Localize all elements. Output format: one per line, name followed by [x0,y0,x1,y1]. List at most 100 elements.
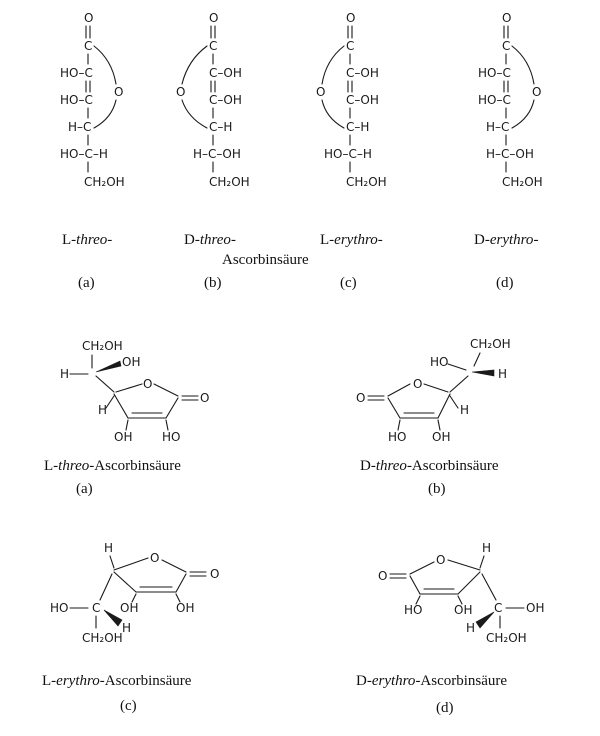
fischer-captions: L-threo- D-threo- L-erythro- D-erythro- … [62,232,538,291]
haworth-structure-c: H O O OH OH C HO H CH₂OH [50,541,219,645]
haworth-a-wedge-oh [95,360,122,373]
haworth-b-letter: (b) [428,481,446,497]
fischer-b-carbonyl-o: O [209,11,218,25]
haworth-d-oh-right: OH [526,601,544,615]
fischer-a-carbonyl-o: O [84,11,93,25]
fischer-b-c5: H–C–OH [193,147,241,161]
haworth-c-letter: (c) [120,698,137,714]
fischer-d-c3: HO–C [478,93,511,107]
fischer-structure-b: O C C–OH C–OH C–H H–C–OH CH₂OH O [176,11,250,189]
fischer-structure-d: O C HO–C HO–C H–C H–C–OH CH₂OH O [478,11,543,189]
fischer-d-c5: H–C–OH [486,147,534,161]
fischer-d-c2: HO–C [478,66,511,80]
fischer-a-c6: CH₂OH [84,175,125,189]
fischer-shared-caption: Ascorbinsäure [222,252,309,268]
fischer-c-caption: L-erythro- [320,232,383,248]
haworth-a-oh-c3: OH [114,430,132,444]
fischer-c-c3: C–OH [346,93,379,107]
haworth-structure-a: CH₂OH OH H O O H OH HO [60,339,209,444]
haworth-b-wedge-h [471,369,495,377]
fischer-a-ring-o: O [114,85,123,99]
haworth-b-ring-o: O [413,377,422,391]
fischer-a-letter: (a) [78,275,95,291]
haworth-c-oh-c2: OH [176,601,194,615]
haworth-a-oh-top: OH [122,355,140,369]
fischer-a-c4: H–C [68,120,91,134]
haworth-a-ch2oh: CH₂OH [82,339,123,353]
haworth-a-oh-c2: HO [162,430,180,444]
haworth-structure-d: H O O HO OH C OH H CH₂OH [378,541,544,645]
fischer-b-caption: D-threo- [184,232,236,248]
fischer-c-c4: C–H [346,120,369,134]
haworth-d-caption: D-erythro-Ascorbinsäure [356,673,507,689]
haworth-c-c5: C [92,601,100,615]
haworth-c-oh-c3: OH [120,601,138,615]
haworth-structure-b: CH₂OH HO H O O H HO OH [356,337,511,444]
haworth-d-wedge-h [475,611,495,629]
haworth-c-caption: L-erythro-Ascorbinsäure [42,673,192,689]
fischer-d-ring-o: O [532,85,541,99]
haworth-a-h-left: H [60,367,69,381]
haworth-b-oh-c3: OH [432,430,450,444]
haworth-c-ch2oh: CH₂OH [82,631,123,645]
fischer-b-c2: C–OH [209,66,242,80]
haworth-a-letter: (a) [76,481,93,497]
haworth-a-caption: L-threo-Ascorbinsäure [44,458,181,474]
haworth-d-carbonyl-o: O [378,569,387,583]
haworth-d-ch2oh: CH₂OH [486,631,527,645]
fischer-d-c4: H–C [486,120,509,134]
fischer-b-c3: C–OH [209,93,242,107]
fischer-c-c5: HO–C–H [324,147,372,161]
haworth-d-ring-o: O [436,553,445,567]
haworth-d-h-wedge: H [466,621,475,635]
fischer-d-carbonyl-o: O [502,11,511,25]
haworth-c-wedge-h [103,609,123,627]
fischer-d-c1: C [502,39,510,53]
haworth-b-oh-c2: HO [388,430,406,444]
fischer-a-c3: HO–C [60,93,93,107]
fischer-d-c6: CH₂OH [502,175,543,189]
fischer-c-ring-o: O [316,85,325,99]
haworth-d-letter: (d) [436,700,454,716]
fischer-b-ring-o: O [176,85,185,99]
fischer-structure-a: O C HO–C HO–C H–C HO–C–H CH₂OH O [60,11,125,189]
haworth-a-h-c4: H [98,403,107,417]
fischer-c-c2: C–OH [346,66,379,80]
haworth-b-caption: D-threo-Ascorbinsäure [360,458,499,474]
haworth-a-ring-o: O [143,377,152,391]
haworth-b-oh-top: HO [430,355,448,369]
haworth-row2-captions: L-erythro-Ascorbinsäure (c) D-erythro-As… [42,673,507,716]
fischer-b-c1: C [209,39,217,53]
fischer-a-c1: C [84,39,92,53]
fischer-b-c4: C–H [209,120,232,134]
haworth-d-c5: C [494,601,502,615]
fischer-c-letter: (c) [340,275,357,291]
haworth-d-h-top: H [482,541,491,555]
haworth-b-carbonyl-o: O [356,391,365,405]
fischer-b-letter: (b) [204,275,222,291]
haworth-c-ring-o: O [150,551,159,565]
haworth-b-h-c4: H [460,403,469,417]
fischer-structure-c: O C C–OH C–OH C–H HO–C–H CH₂OH O [316,11,387,189]
fischer-d-caption: D-erythro- [474,232,538,248]
haworth-c-h-top: H [104,541,113,555]
haworth-a-carbonyl-o: O [200,391,209,405]
haworth-c-oh-left: HO [50,601,68,615]
haworth-c-h-wedge: H [122,621,131,635]
fischer-c-c6: CH₂OH [346,175,387,189]
haworth-c-carbonyl-o: O [210,567,219,581]
fischer-d-letter: (d) [496,275,514,291]
fischer-c-c1: C [346,39,354,53]
haworth-b-ch2oh: CH₂OH [470,337,511,351]
fischer-a-c2: HO–C [60,66,93,80]
fischer-b-c6: CH₂OH [209,175,250,189]
haworth-d-oh-c3: OH [454,603,472,617]
haworth-row1-captions: L-threo-Ascorbinsäure (a) D-threo-Ascorb… [44,458,499,497]
fischer-a-c5: HO–C–H [60,147,108,161]
fischer-c-carbonyl-o: O [346,11,355,25]
haworth-b-h-right: H [498,367,507,381]
haworth-d-oh-c2: HO [404,603,422,617]
fischer-a-caption: L-threo- [62,232,112,248]
